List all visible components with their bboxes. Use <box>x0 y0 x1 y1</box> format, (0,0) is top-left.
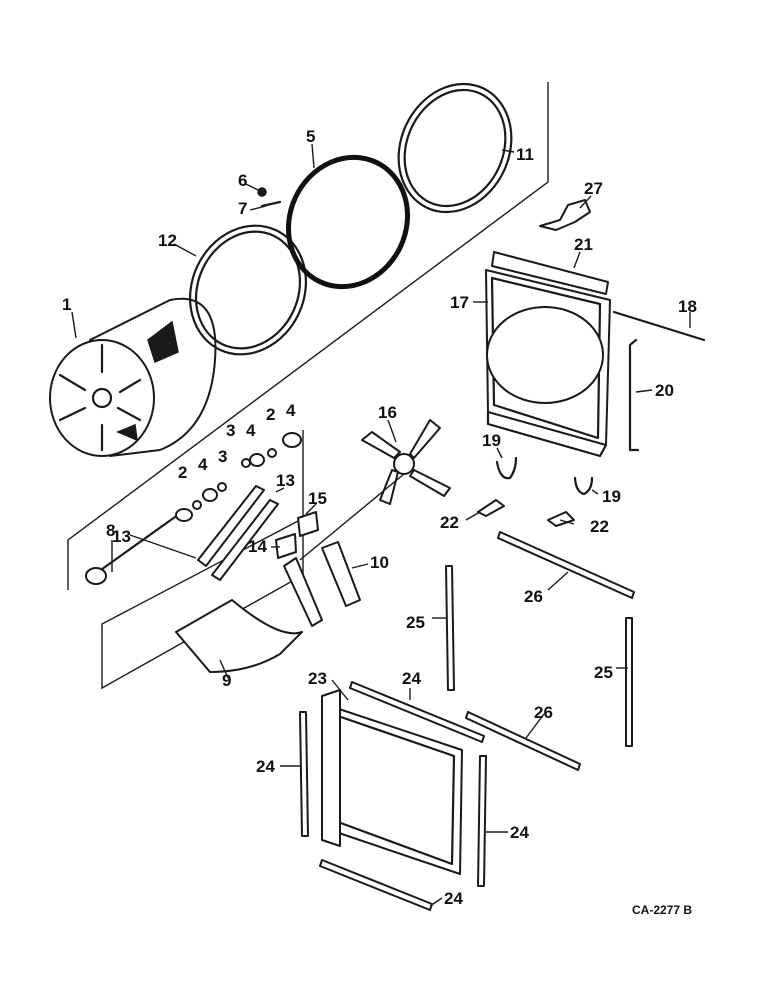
callout-18: 18 <box>678 297 697 316</box>
fan-shroud-frame <box>485 269 611 458</box>
guard-9 <box>175 599 303 673</box>
callout-4c: 4 <box>198 455 208 474</box>
shroud-drum <box>49 297 217 457</box>
callout-26b: 26 <box>534 703 553 722</box>
callout-7: 7 <box>238 199 247 218</box>
callout-3a: 3 <box>226 421 235 440</box>
callout-23: 23 <box>308 669 327 688</box>
callout-2b: 2 <box>178 463 187 482</box>
fan-blade-assembly <box>361 419 451 505</box>
brace-13-a <box>197 485 265 567</box>
strip-24-top <box>349 681 485 743</box>
callout-24c: 24 <box>510 823 529 842</box>
callout-16: 16 <box>378 403 397 422</box>
callout-11: 11 <box>516 145 534 164</box>
top-strip-21 <box>491 251 609 295</box>
callout-4b: 4 <box>286 401 296 420</box>
u-bolt-19-b <box>573 476 594 496</box>
washers-and-spacers <box>175 432 302 522</box>
callout-6: 6 <box>238 171 247 190</box>
callout-24d: 24 <box>444 889 463 908</box>
callout-24b: 24 <box>256 757 275 776</box>
strip-24-left <box>299 711 309 837</box>
callout-22a: 22 <box>440 513 459 532</box>
clip-22-a <box>477 499 505 517</box>
callout-25a: 25 <box>406 613 425 632</box>
callout-12: 12 <box>158 231 177 250</box>
bolt-7 <box>260 200 282 208</box>
callout-10: 10 <box>370 553 389 572</box>
support-10-a <box>283 557 323 627</box>
callout-19b: 19 <box>602 487 621 506</box>
callout-9: 9 <box>222 671 231 690</box>
callout-13a: 13 <box>276 471 295 490</box>
callout-14: 14 <box>248 537 267 556</box>
upper-assembly-plane <box>67 82 549 590</box>
rod-20 <box>628 338 640 452</box>
bracket-15 <box>297 511 319 537</box>
callout-5: 5 <box>306 127 315 146</box>
drawing-code: CA-2277 B <box>632 903 693 917</box>
support-10-b <box>321 541 361 607</box>
ring-12 <box>188 224 308 356</box>
strip-24-right <box>477 755 487 887</box>
bracket-27 <box>539 199 591 231</box>
callout-24a: 24 <box>402 669 421 688</box>
callout-25b: 25 <box>594 663 613 682</box>
callout-2a: 2 <box>266 405 275 424</box>
callout-19a: 19 <box>482 431 501 450</box>
bracket-14 <box>275 533 297 559</box>
callout-26a: 26 <box>524 587 543 606</box>
strip-25-b <box>625 617 633 747</box>
nut-6 <box>257 187 267 197</box>
callout-4a: 4 <box>246 421 256 440</box>
strip-26-b <box>465 711 581 771</box>
brace-13-b <box>211 499 279 581</box>
strip-25-a <box>445 565 455 691</box>
callout-20: 20 <box>655 381 674 400</box>
rod-18 <box>612 310 706 342</box>
radiator-core <box>321 689 463 875</box>
callout-27: 27 <box>584 179 603 198</box>
callout-13b: 13 <box>112 527 131 546</box>
strip-26-a <box>497 531 635 599</box>
seal-5 <box>285 154 411 290</box>
leader-lines <box>71 143 691 907</box>
callout-1: 1 <box>62 295 71 314</box>
callout-8: 8 <box>106 521 115 540</box>
callout-22b: 22 <box>590 517 609 536</box>
clip-22-b <box>547 511 575 527</box>
strip-24-bottom <box>319 859 433 911</box>
u-bolt-19-a <box>495 456 518 480</box>
callout-15: 15 <box>308 489 327 508</box>
ring-11 <box>397 82 513 214</box>
callout-3b: 3 <box>218 447 227 466</box>
callout-21: 21 <box>574 235 593 254</box>
callout-17: 17 <box>450 293 469 312</box>
